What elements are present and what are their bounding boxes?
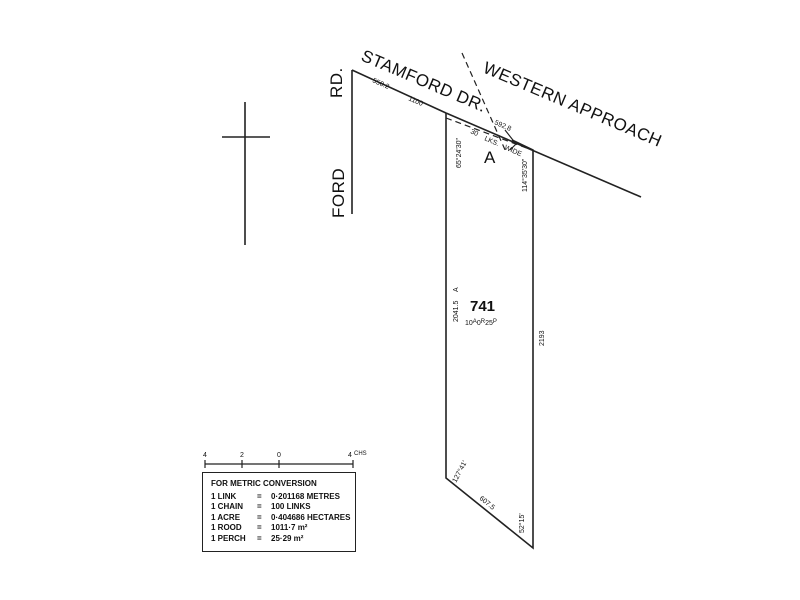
ford-rd-label-rd: RD.: [327, 67, 346, 98]
scale-bar: 4 2 0 4 CHS: [203, 451, 367, 468]
western-approach-label: WESTERN APPROACH: [480, 58, 664, 151]
west-boundary-suffix: A: [453, 287, 460, 292]
scale-tick-0: 0: [277, 452, 281, 459]
conversion-unit: 1 ROOD: [211, 523, 242, 532]
conversion-row: 1 ROOD = 1011·7 m²: [211, 523, 351, 534]
south-east-bearing: 52°15': [518, 513, 526, 533]
dashed-projection-line: [461, 52, 507, 153]
ford-frontage-dim: 550.2: [371, 77, 390, 91]
west-boundary-length: 2041.5: [453, 300, 460, 322]
conversion-value: 0·404686 HECTARES: [271, 512, 351, 522]
metric-conversion-title: FOR METRIC CONVERSION: [211, 479, 317, 488]
stamford-dr-line: [351, 69, 447, 114]
corner-arrow: [504, 129, 517, 151]
south-corner-bearing: 127°41': [451, 459, 469, 484]
scale-tick-2: 2: [240, 452, 244, 459]
area-acres-unit: A: [473, 319, 477, 325]
dashed-lane-line: [445, 117, 533, 151]
south-boundary-length: 607.5: [478, 495, 496, 512]
wide-label: WIDE: [503, 144, 523, 158]
area-perches-unit: P: [493, 319, 497, 325]
scale-tick-4-left: 4: [203, 452, 207, 459]
western-approach-line: [445, 112, 642, 198]
area-roods-unit: R: [481, 319, 486, 325]
lot-area: 10A0R25P: [465, 319, 497, 327]
scale-tick-4-right: 4: [348, 452, 352, 459]
area-acres: 10: [465, 320, 473, 327]
ford-rd-label-ford: FORD: [329, 168, 348, 218]
conversion-row: 1 ACRE = 0·404686 HECTARES: [211, 513, 351, 524]
conversion-unit: 1 ACRE: [211, 512, 241, 522]
conversion-value: 1011·7 m²: [271, 523, 308, 532]
lot-boundary: [445, 113, 534, 550]
conversion-equals: =: [257, 523, 262, 532]
conversion-equals: =: [257, 502, 262, 511]
lot-number: 741: [470, 298, 495, 315]
metric-conversion-table: FOR METRIC CONVERSION 1 LINK = 0·201168 …: [202, 472, 356, 552]
conversion-row: 1 CHAIN = 100 LINKS: [211, 502, 351, 513]
point-a-label: A: [484, 148, 496, 167]
conversion-unit: 1 LINK: [211, 491, 237, 501]
north-cross-symbol: [222, 102, 270, 245]
conversion-value: 0·201168 METRES: [271, 491, 340, 501]
conversion-row: 1 PERCH = 25·29 m²: [211, 534, 351, 545]
area-perches: 25: [485, 320, 493, 327]
east-boundary-length: 2193: [539, 330, 546, 346]
conversion-value: 100 LINKS: [271, 502, 311, 511]
stamford-frontage-dim: 1100: [407, 95, 424, 108]
conversion-value: 25·29 m²: [271, 533, 304, 543]
conversion-equals: =: [257, 512, 262, 522]
scale-unit: CHS: [354, 451, 367, 457]
east-boundary-bearing: 114°35'30": [521, 158, 529, 192]
lane-width-dim: 30: [469, 128, 479, 138]
area-roods: 0: [477, 320, 481, 327]
west-boundary-bearing: 65°24'30": [455, 138, 463, 168]
conversion-unit: 1 CHAIN: [211, 502, 244, 511]
conversion-row: 1 LINK = 0·201168 METRES: [211, 492, 351, 503]
conversion-unit: 1 PERCH: [211, 533, 246, 543]
conversion-equals: =: [257, 491, 262, 501]
conversion-equals: =: [257, 533, 262, 543]
